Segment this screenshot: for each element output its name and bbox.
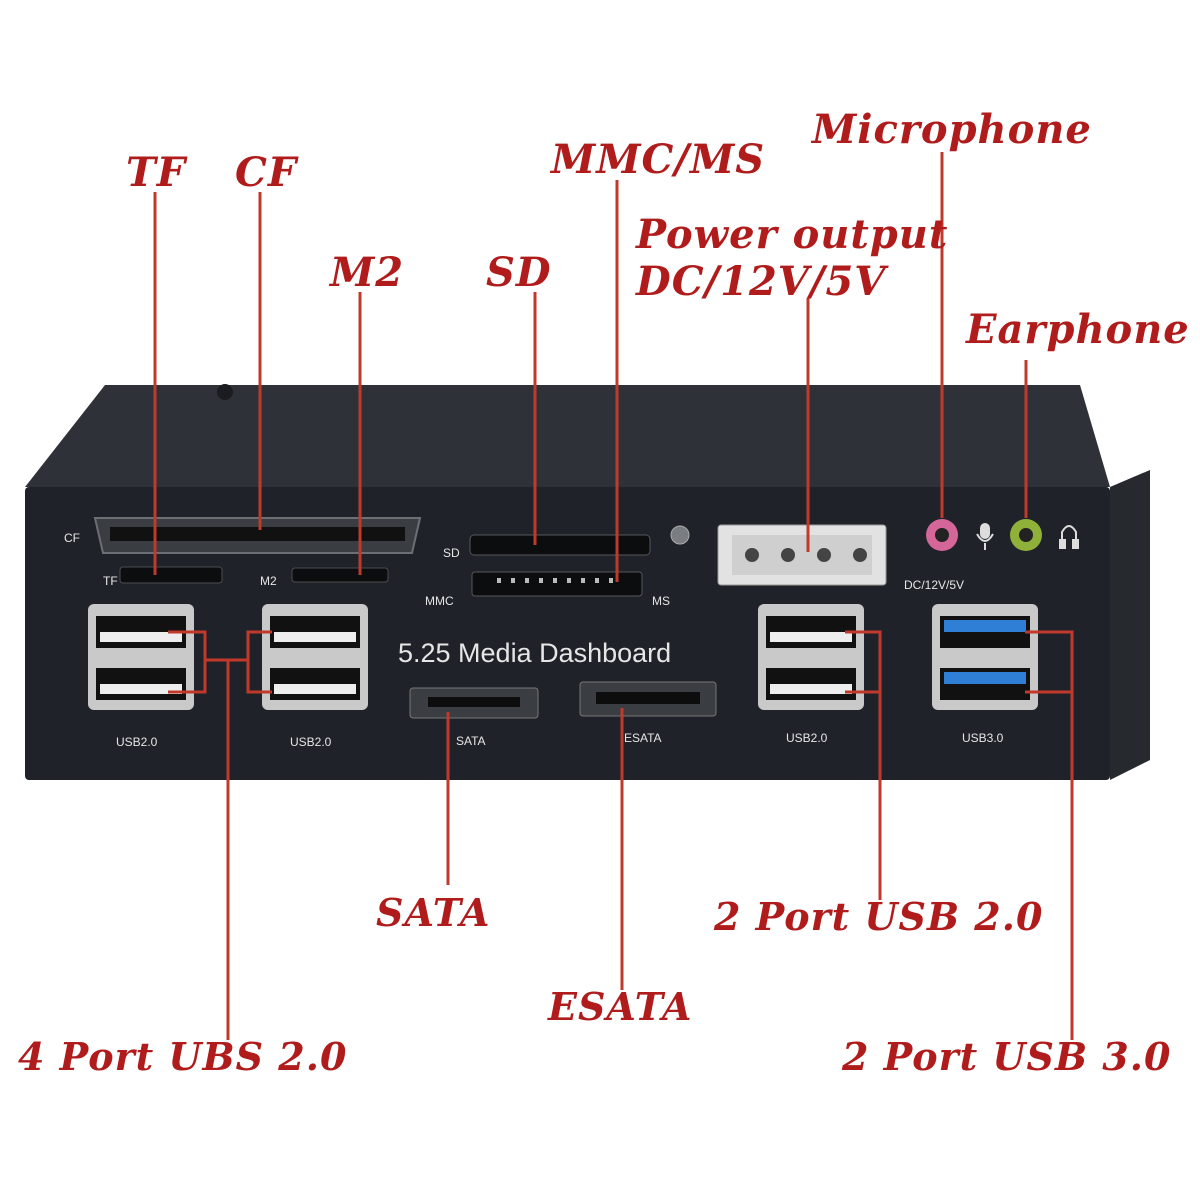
- microphone-icon: [976, 523, 994, 550]
- panel-label-esata: ESATA: [624, 731, 662, 745]
- callout-usb2-4port: 4 Port UBS 2.0: [18, 1034, 348, 1079]
- mount-hole: [217, 384, 233, 400]
- led-indicator: [670, 525, 690, 545]
- bracket-usb2-b: [246, 630, 272, 694]
- usb3-stack: [932, 604, 1038, 710]
- cf-slot-opening: [110, 527, 405, 541]
- callout-sata: SATA: [376, 890, 491, 935]
- panel-label-m2: M2: [260, 574, 277, 588]
- sd-slot: [469, 534, 651, 556]
- callout-usb2-2port: 2 Port USB 2.0: [714, 894, 1044, 939]
- panel-label-usb2-b: USB2.0: [290, 735, 332, 749]
- panel-label-tf: TF: [103, 574, 118, 588]
- callout-usb3-2port: 2 Port USB 3.0: [842, 1034, 1172, 1079]
- m2-slot: [291, 567, 389, 583]
- callout-m2: M2: [330, 249, 405, 296]
- usb2-stack-b: [262, 604, 368, 710]
- bracket-usb2-c: [845, 630, 882, 694]
- callout-cf: CF: [235, 149, 298, 196]
- panel-label-usb2-c: USB2.0: [786, 731, 828, 745]
- panel-label-cf: CF: [64, 531, 80, 545]
- panel-label-ms: MS: [652, 594, 670, 608]
- panel-title: 5.25 Media Dashboard: [398, 638, 671, 668]
- tf-slot: [119, 566, 223, 584]
- panel-label-usb3: USB3.0: [962, 731, 1004, 745]
- leader-lines: [153, 152, 1074, 1040]
- callout-tf: TF: [126, 149, 187, 196]
- panel-label-dc: DC/12V/5V: [904, 578, 964, 592]
- panel-label-mmc: MMC: [425, 594, 454, 608]
- callout-power-line2: DC/12V/5V: [636, 258, 887, 305]
- callout-power-line1: Power output: [636, 211, 949, 258]
- mmc-pins: [497, 578, 613, 583]
- bracket-usb3: [1025, 630, 1074, 694]
- callout-earphone: Earphone: [966, 306, 1190, 353]
- panel-label-sd: SD: [443, 546, 460, 560]
- panel-top-surface: [25, 385, 1110, 487]
- usb2-stack-a: [88, 604, 194, 710]
- callout-mmc-ms: MMC/MS: [551, 136, 766, 183]
- power-pins: [745, 548, 867, 562]
- panel-label-sata: SATA: [456, 734, 486, 748]
- bracket-usb2-a: [168, 630, 207, 694]
- callout-esata: ESATA: [548, 984, 693, 1029]
- usb2-stack-c: [758, 604, 864, 710]
- panel-side: [1110, 470, 1150, 780]
- headphone-icon: [1059, 525, 1079, 549]
- callout-sd: SD: [486, 249, 552, 296]
- callout-microphone: Microphone: [812, 106, 1092, 153]
- panel-label-usb2-a: USB2.0: [116, 735, 158, 749]
